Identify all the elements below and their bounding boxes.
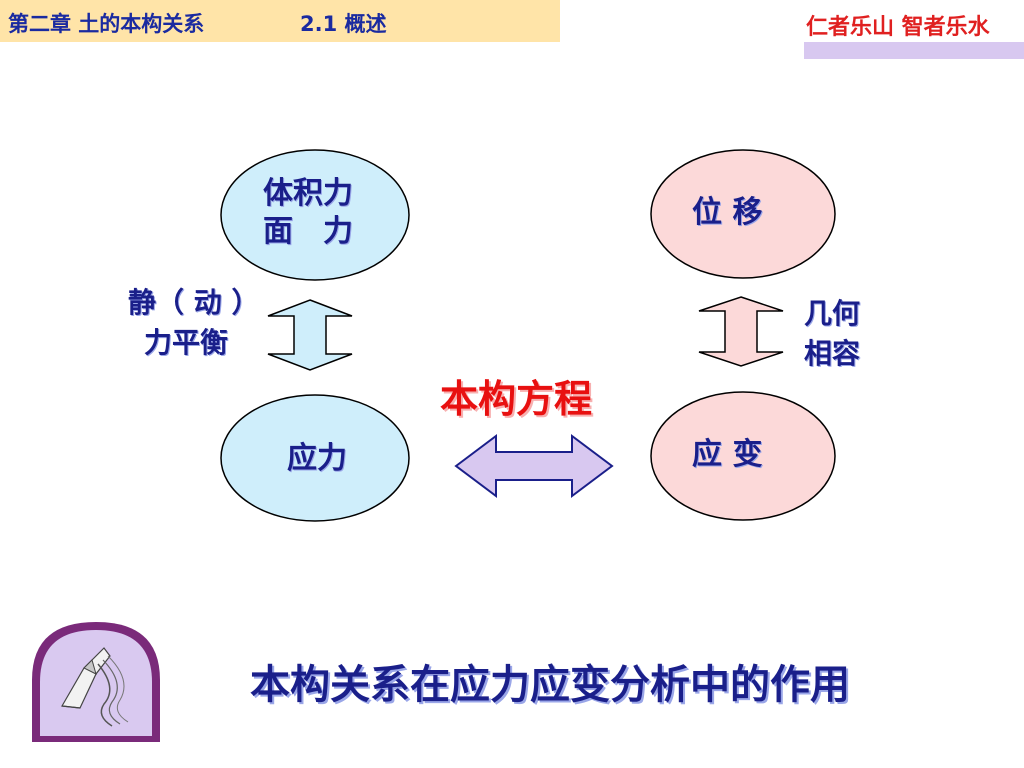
compatibility-double-arrow (699, 297, 783, 366)
compatibility-label: 几何 相容 (804, 294, 860, 374)
equilibrium-line1: 静（ 动 ） (128, 283, 260, 323)
displacement-label: 位 移 (692, 194, 762, 232)
stress-label: 应力 (287, 440, 347, 478)
equilibrium-line2: 力平衡 (128, 323, 260, 363)
constitutive-equation-label: 本构方程 (440, 368, 592, 423)
body-force-label: 体积力 面 力 (263, 175, 353, 251)
equilibrium-label: 静（ 动 ） 力平衡 (128, 283, 260, 363)
constitutive-double-arrow (456, 436, 612, 496)
body-force-line1: 体积力 (263, 175, 353, 213)
compatibility-line1: 几何 (804, 294, 860, 334)
compatibility-line2: 相容 (804, 334, 860, 374)
body-force-line2: 面 力 (263, 213, 353, 251)
equilibrium-double-arrow (268, 300, 352, 370)
slide-title: 本构关系在应力应变分析中的作用 (250, 652, 850, 710)
strain-label: 应 变 (692, 436, 762, 474)
logo-emblem (32, 622, 160, 742)
